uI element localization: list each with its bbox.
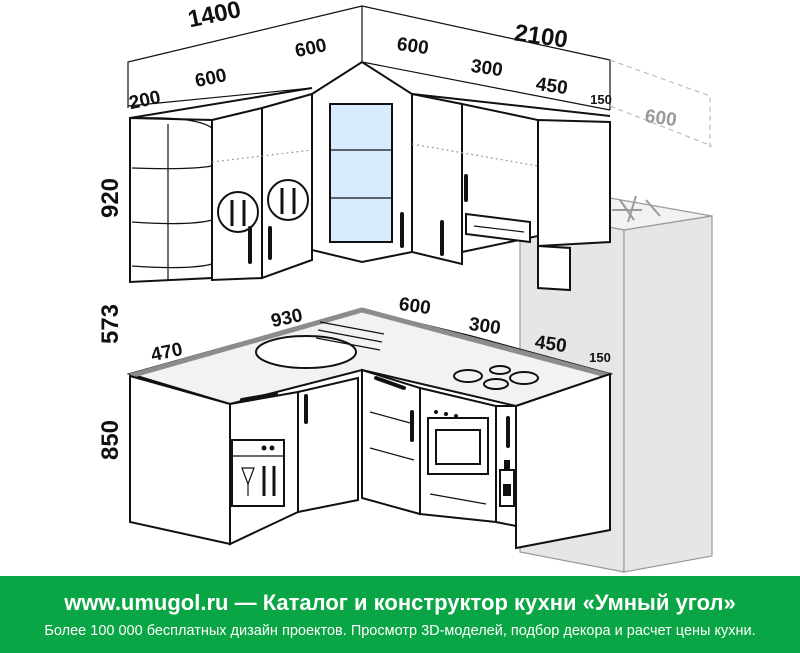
corner-glass-cabinet [311,60,413,264]
dim-right-end: 150 [590,92,612,107]
dim-splash-height: 573 [97,304,124,344]
dim-counter-right-extra: 150 [589,350,611,365]
cutlery-icon [267,179,309,221]
dim-left-cabinet: 600 [193,65,228,92]
dim-left-corner: 600 [293,35,328,62]
upper-left-cabinets [129,87,313,284]
drawer-handle [240,392,278,402]
oven-icon [427,410,489,505]
bottle-icon [499,460,515,507]
dim-lower-height: 850 [97,420,124,460]
dim-top-left: 1400 [186,0,244,33]
dim-counter-right-cabinet: 300 [468,314,502,339]
dim-counter-right-run: 600 [398,294,432,319]
dim-fridge-depth: 600 [644,106,678,131]
dim-upper-height: 920 [97,178,124,218]
dim-right-cabinet-1: 300 [470,56,504,81]
dim-right-cabinet-2: 450 [535,74,569,99]
dimension-guides [127,5,713,148]
cooktop-burners [453,365,539,390]
cutlery-icon [217,191,259,233]
upper-right-cabinets [411,92,611,292]
banner-title[interactable]: www.umugol.ru — Каталог и конструктор ку… [64,590,736,615]
dishwasher-icon [231,439,285,507]
lower-cabinets [129,368,611,550]
dim-top-right: 2100 [513,19,570,53]
dim-counter-right-end: 450 [534,332,568,357]
dim-left-shelf: 200 [127,87,162,114]
promo-banner: www.umugol.ru — Каталог и конструктор ку… [0,576,800,653]
drawer-handle [374,376,406,390]
range-hood [465,212,531,244]
banner-subtitle: Более 100 000 бесплатных дизайн проектов… [44,623,756,639]
kitchen-layout-drawing: 1400 2100 200 600 600 600 300 450 150 60… [97,0,713,573]
sink-bowl [255,335,357,369]
dim-right-corner: 600 [396,34,430,59]
